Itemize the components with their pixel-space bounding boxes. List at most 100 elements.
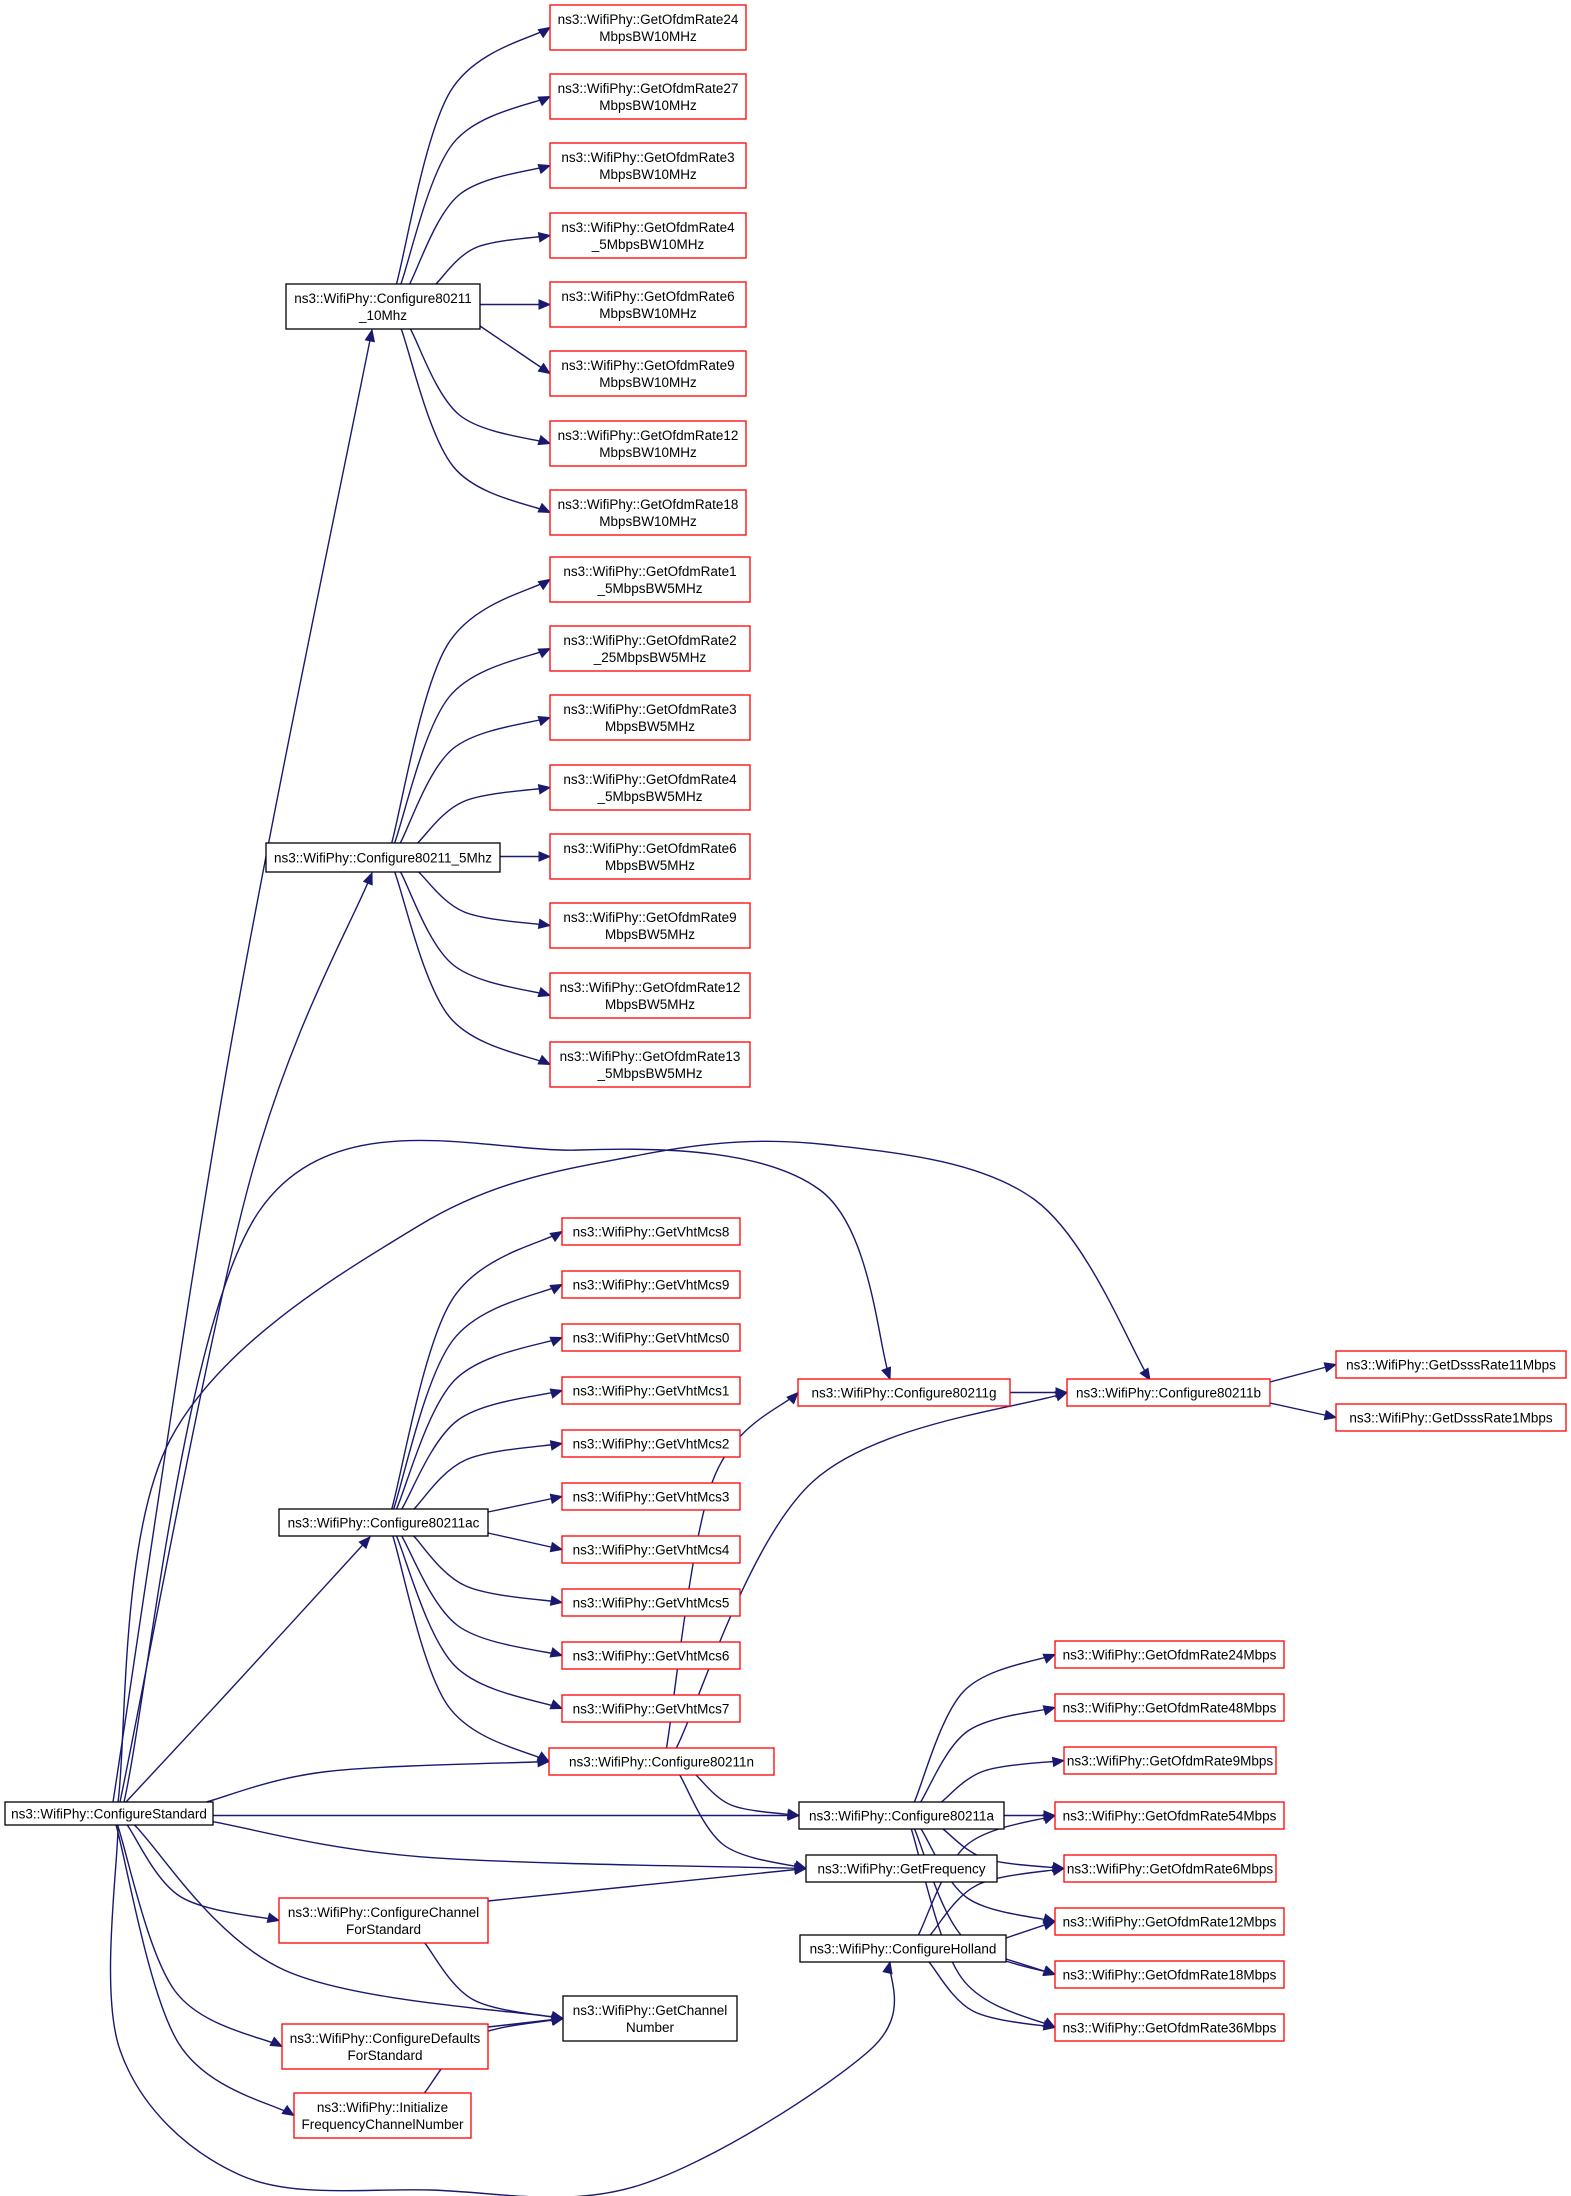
node-box[interactable] [278,1508,489,1537]
node-cg[interactable]: ns3::WifiPhy::Configure80211g [797,1378,1011,1407]
node-vht5[interactable]: ns3::WifiPhy::GetVhtMcs5 [561,1588,741,1617]
node-box[interactable] [293,2092,472,2139]
node-ca[interactable]: ns3::WifiPhy::Configure80211a [798,1801,1005,1830]
node-box[interactable] [549,833,751,880]
node-o9[interactable]: ns3::WifiPhy::GetOfdmRate9Mbps [1063,1746,1277,1775]
node-box[interactable] [561,1429,741,1458]
node-box[interactable] [4,1801,214,1826]
node-box[interactable] [1054,1640,1285,1669]
node-box[interactable] [549,489,747,536]
node-vht7[interactable]: ns3::WifiPhy::GetVhtMcs7 [561,1694,741,1723]
node-vht3[interactable]: ns3::WifiPhy::GetVhtMcs3 [561,1482,741,1511]
node-vht2[interactable]: ns3::WifiPhy::GetVhtMcs2 [561,1429,741,1458]
node-o18[interactable]: ns3::WifiPhy::GetOfdmRate18Mbps [1054,1960,1285,1989]
node-box[interactable] [285,283,481,330]
node-box[interactable] [1054,1960,1285,1989]
node-chstd[interactable]: ns3::WifiPhy::ConfigureChannelForStandar… [278,1897,489,1944]
node-box[interactable] [561,1376,741,1405]
node-box[interactable] [562,1995,738,2042]
node-box[interactable] [549,212,747,259]
node-o36[interactable]: ns3::WifiPhy::GetOfdmRate36Mbps [1054,2013,1285,2042]
node-box[interactable] [549,902,751,949]
node-o48[interactable]: ns3::WifiPhy::GetOfdmRate48Mbps [1054,1693,1285,1722]
node-box[interactable] [1335,1350,1567,1379]
node-box[interactable] [265,842,501,873]
node-box[interactable] [549,4,747,51]
node-vht4[interactable]: ns3::WifiPhy::GetVhtMcs4 [561,1535,741,1564]
node-box[interactable] [1054,1801,1285,1830]
node-box[interactable] [549,972,751,1019]
node-box[interactable] [561,1217,741,1246]
node-box[interactable] [1335,1403,1567,1432]
node-o24[interactable]: ns3::WifiPhy::GetOfdmRate24Mbps [1054,1640,1285,1669]
node-box[interactable] [1063,1854,1277,1883]
node-c5[interactable]: ns3::WifiPhy::Configure80211_5Mhz [265,842,501,873]
node-o12[interactable]: ns3::WifiPhy::GetOfdmRate12Mbps [1054,1907,1285,1936]
node-box[interactable] [549,350,747,397]
node-box[interactable] [278,1897,489,1944]
node-box[interactable] [549,1041,751,1088]
node-box[interactable] [549,764,751,811]
node-vht0[interactable]: ns3::WifiPhy::GetVhtMcs0 [561,1323,741,1352]
node-box[interactable] [561,1535,741,1564]
node-box[interactable] [1054,2013,1285,2042]
node-o54[interactable]: ns3::WifiPhy::GetOfdmRate54Mbps [1054,1801,1285,1830]
node-box[interactable] [548,1747,775,1776]
node-cb[interactable]: ns3::WifiPhy::Configure80211b [1066,1378,1271,1407]
node-box[interactable] [1054,1693,1285,1722]
node-box[interactable] [549,73,747,120]
node-box[interactable] [561,1270,741,1299]
node-box[interactable] [549,625,751,672]
node-c10[interactable]: ns3::WifiPhy::Configure80211_10Mhz [285,283,481,330]
node-vht9[interactable]: ns3::WifiPhy::GetVhtMcs9 [561,1270,741,1299]
node-box[interactable] [799,1934,1007,1963]
node-cn[interactable]: ns3::WifiPhy::Configure80211n [548,1747,775,1776]
node-box[interactable] [805,1854,998,1883]
node-box[interactable] [1066,1378,1271,1407]
node-box[interactable] [549,281,747,328]
node-r15_5[interactable]: ns3::WifiPhy::GetOfdmRate1_5MbpsBW5MHz [549,556,751,603]
node-box[interactable] [281,2023,489,2070]
node-box[interactable] [561,1588,741,1617]
node-cac[interactable]: ns3::WifiPhy::Configure80211ac [278,1508,489,1537]
node-defstd[interactable]: ns3::WifiPhy::ConfigureDefaultsForStanda… [281,2023,489,2070]
node-box[interactable] [1063,1746,1277,1775]
node-vht8[interactable]: ns3::WifiPhy::GetVhtMcs8 [561,1217,741,1246]
node-o6[interactable]: ns3::WifiPhy::GetOfdmRate6Mbps [1063,1854,1277,1883]
node-holland[interactable]: ns3::WifiPhy::ConfigureHolland [799,1934,1007,1963]
node-box[interactable] [1054,1907,1285,1936]
node-box[interactable] [561,1482,741,1511]
node-box[interactable] [549,420,747,467]
node-freq[interactable]: ns3::WifiPhy::GetFrequency [805,1854,998,1883]
node-box[interactable] [561,1694,741,1723]
node-box[interactable] [797,1378,1011,1407]
node-box[interactable] [549,556,751,603]
node-box[interactable] [561,1323,741,1352]
node-vht6[interactable]: ns3::WifiPhy::GetVhtMcs6 [561,1641,741,1670]
node-box[interactable] [549,142,747,189]
node-dsss1[interactable]: ns3::WifiPhy::GetDsssRate1Mbps [1335,1403,1567,1432]
node-initfreq[interactable]: ns3::WifiPhy::InitializeFrequencyChannel… [293,2092,472,2139]
node-r225_5[interactable]: ns3::WifiPhy::GetOfdmRate2_25MbpsBW5MHz [549,625,751,672]
node-root[interactable]: ns3::WifiPhy::ConfigureStandard [4,1801,214,1826]
node-box[interactable] [798,1801,1005,1830]
node-r135_5[interactable]: ns3::WifiPhy::GetOfdmRate13_5MbpsBW5MHz [549,1041,751,1088]
node-box[interactable] [561,1641,741,1670]
node-dsss11[interactable]: ns3::WifiPhy::GetDsssRate11Mbps [1335,1350,1567,1379]
node-r45_5[interactable]: ns3::WifiPhy::GetOfdmRate4_5MbpsBW5MHz [549,764,751,811]
node-box[interactable] [549,694,751,741]
node-r45_10[interactable]: ns3::WifiPhy::GetOfdmRate4_5MbpsBW10MHz [549,212,747,259]
node-vht1[interactable]: ns3::WifiPhy::GetVhtMcs1 [561,1376,741,1405]
